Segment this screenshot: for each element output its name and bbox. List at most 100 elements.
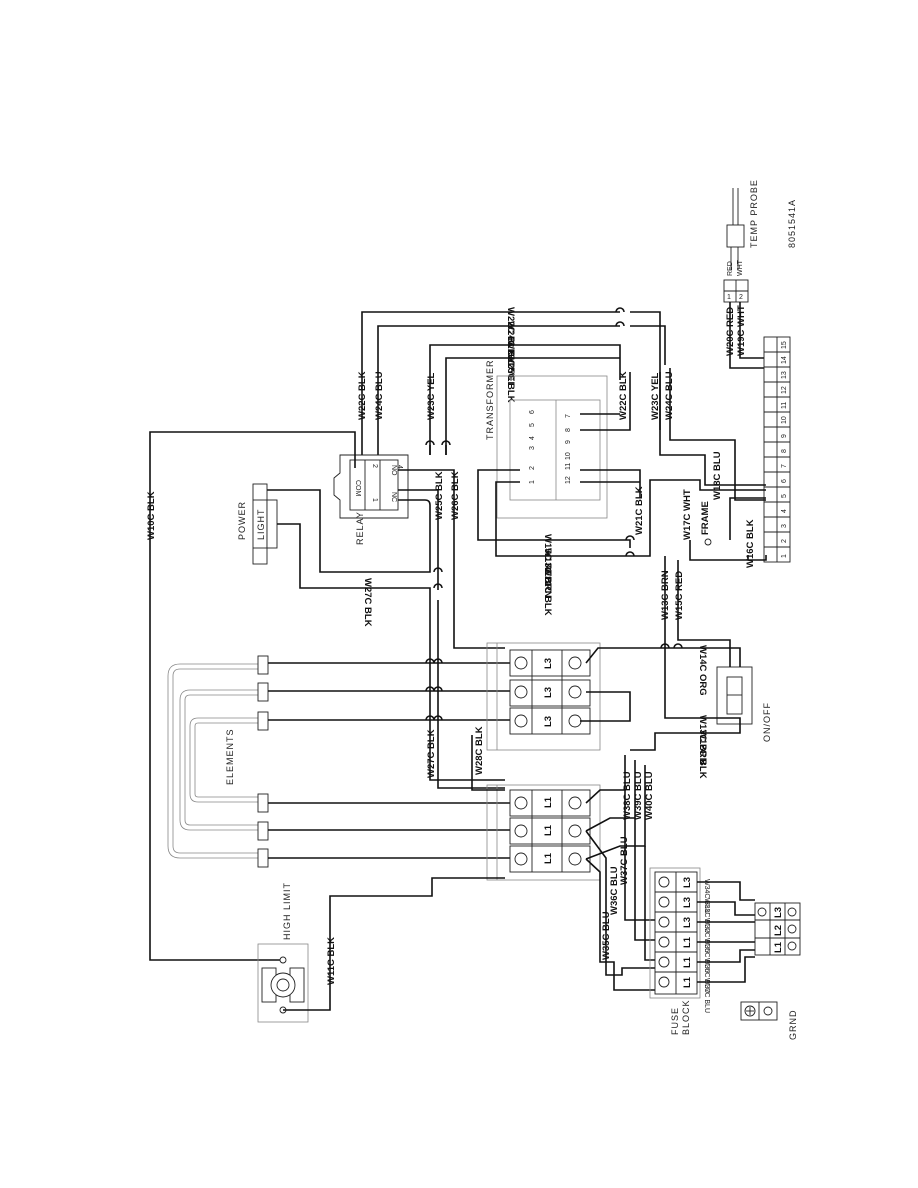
high-limit-label: HIGH LIMIT xyxy=(282,882,292,940)
term-5: 5 xyxy=(781,494,788,498)
contactor-pole-1: L3 xyxy=(543,658,554,669)
supply-terminal-block xyxy=(754,902,801,956)
tx-pin-12: 12 xyxy=(565,476,572,484)
tx-pin-7: 7 xyxy=(565,414,572,418)
term-13: 13 xyxy=(781,371,788,379)
wire-label-w28: W28C BLK xyxy=(474,726,485,775)
relay-pin-com: COM xyxy=(354,480,361,497)
wire-label-w36: W36C BLU xyxy=(609,866,620,915)
term-1: 1 xyxy=(781,554,788,558)
wire-label-w13-mid: W13C BRN xyxy=(542,548,553,598)
wire-label-w16: W16C BLK xyxy=(745,519,756,568)
term-10: 10 xyxy=(781,416,788,424)
frame-ground xyxy=(704,538,712,546)
term-8: 8 xyxy=(781,449,788,453)
wire-label-w18: W18C BLU xyxy=(712,451,723,500)
wire-label-w24: W24C BLU xyxy=(374,371,385,420)
contactor-pole-2: L3 xyxy=(543,687,554,698)
tx-pin-8: 8 xyxy=(565,428,572,432)
wire-label-w23: W23C YEL xyxy=(426,372,437,420)
term-12: 12 xyxy=(781,386,788,394)
relay xyxy=(333,454,409,519)
wire-label-w17: W17C WHT xyxy=(682,489,693,540)
supply-l2: L2 xyxy=(773,925,784,936)
term-7: 7 xyxy=(781,464,788,468)
term-11: 11 xyxy=(781,402,788,409)
wire-label-w32: W32C BLU xyxy=(703,918,710,953)
heating-elements xyxy=(167,655,269,868)
wire-label-w25-top: W25C BLK xyxy=(505,354,516,403)
fuse-block-label-1: FUSE xyxy=(670,1007,680,1035)
wire-label-w25: W25C BLK xyxy=(434,471,445,520)
wire-label-frame: FRAME xyxy=(700,501,711,535)
relay-pin-4: 4 xyxy=(396,465,403,469)
temp-probe-label: TEMP PROBE xyxy=(749,179,759,248)
supply-l3: L3 xyxy=(773,907,784,918)
tx-pin-2: 2 xyxy=(529,466,536,470)
wire-label-w27: W27C BLK xyxy=(426,729,437,778)
contactor-pole-4: L1 xyxy=(543,796,554,808)
terminal-strip xyxy=(763,336,791,563)
transformer xyxy=(496,375,608,519)
term-4: 4 xyxy=(781,509,788,513)
wire-label-w15: W15C RED xyxy=(674,571,685,620)
probe-red-label: RED xyxy=(727,261,734,276)
on-off-switch xyxy=(716,666,753,725)
wire-label-w23-top: W23C YEL xyxy=(505,340,516,388)
fuse-term-l1-a: L1 xyxy=(682,936,693,948)
tx-pin-3: 3 xyxy=(529,446,536,450)
tx-pin-4: 4 xyxy=(529,436,536,440)
power-light-label-1: POWER xyxy=(237,501,247,540)
wire-label-w22: W22C BLK xyxy=(357,371,368,420)
tx-pin-1: 1 xyxy=(529,480,536,484)
fuse-term-l1-c: L1 xyxy=(682,976,693,988)
fuse-term-l3-a: L3 xyxy=(682,877,693,888)
wire-label-w36-fb: W36C BLU xyxy=(703,958,710,993)
wire-label-w15-mid: W15C RED xyxy=(542,534,553,583)
wire-label-w21-mid: W21C BLK xyxy=(542,567,553,616)
wire-label-w19: W19C WHT xyxy=(736,305,747,356)
wire-crossovers xyxy=(425,307,683,721)
supply-l1: L1 xyxy=(773,941,784,953)
tx-pin-10: 10 xyxy=(565,452,572,460)
wire-label-w35-fb: W35C BLU xyxy=(703,938,710,973)
fuse-term-l3-c: L3 xyxy=(682,917,693,928)
wire-label-w38: W38C BLU xyxy=(622,771,633,820)
wire-label-w13-sw: W13C BRN xyxy=(697,715,708,765)
wire-label-w34: W34C BLU xyxy=(703,879,710,914)
power-light-label-2: LIGHT xyxy=(256,508,266,540)
term-3: 3 xyxy=(781,524,788,528)
relay-pin-2: 2 xyxy=(371,464,378,468)
term-6: 6 xyxy=(781,479,788,483)
transformer-label: TRANSFORMER xyxy=(485,360,495,441)
fuse-block xyxy=(649,867,701,999)
term-15: 15 xyxy=(781,341,788,349)
wire-label-w37-fb: W37C BLU xyxy=(703,978,710,1013)
tx-pin-11: 11 xyxy=(565,463,572,470)
tx-pin-9: 9 xyxy=(565,440,572,444)
tx-pin-5: 5 xyxy=(529,423,536,427)
wire-label-w27-mid: W27C BLK xyxy=(362,578,373,627)
wire-label-w26: W26C BLK xyxy=(450,471,461,520)
relay-label: RELAY xyxy=(355,511,365,545)
wire-label-w33: W33C BLU xyxy=(703,898,710,933)
wire-label-w23-tx: W23C YEL xyxy=(650,372,661,420)
wire-label-w12: W12C BLK xyxy=(697,730,708,779)
probe-wht-label: WHT xyxy=(737,259,744,276)
ground-label: GRND xyxy=(788,1010,798,1041)
relay-pin-nc: NC xyxy=(390,492,397,502)
power-light xyxy=(252,483,278,565)
temp-probe xyxy=(726,188,745,270)
term-9: 9 xyxy=(781,434,788,438)
on-off-label: ON/OFF xyxy=(762,702,772,742)
relay-pin-1: 1 xyxy=(371,498,378,502)
ground-terminal xyxy=(740,1001,778,1021)
probe-connector xyxy=(723,279,749,303)
probe-pin-1: 1 xyxy=(727,294,731,301)
drawing-number: 8051541A xyxy=(787,199,797,248)
contactor-pole-6: L1 xyxy=(543,852,554,864)
high-limit xyxy=(257,943,309,1023)
fuse-block-label-2: BLOCK xyxy=(681,999,691,1035)
wire-label-w11: W11C BLK xyxy=(326,937,337,985)
relay-pin-no: NO xyxy=(390,465,397,476)
